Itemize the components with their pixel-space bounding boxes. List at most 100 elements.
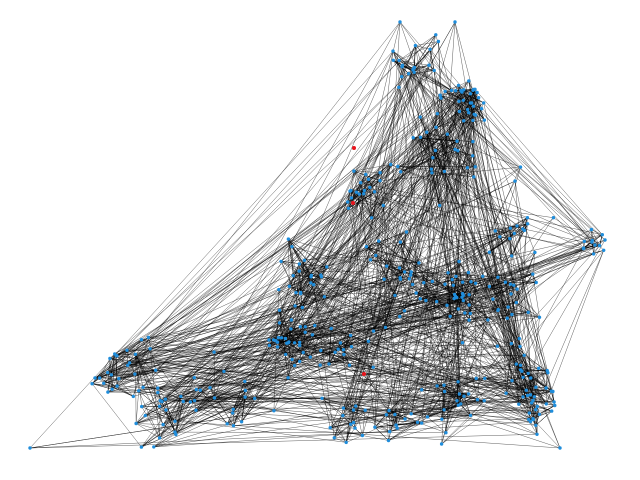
graph-node <box>301 350 305 355</box>
graph-edge <box>368 92 478 342</box>
graph-edge <box>408 73 600 246</box>
graph-node <box>108 356 112 361</box>
graph-node <box>414 291 418 295</box>
graph-edge <box>175 401 184 435</box>
graph-node <box>163 397 168 401</box>
graph-edge <box>349 190 372 218</box>
graph-edge <box>472 90 477 379</box>
graph-edge <box>360 182 372 218</box>
graph-edge <box>94 296 325 379</box>
graph-edge <box>289 276 322 287</box>
graph-edge <box>291 246 314 285</box>
graph-edge <box>366 246 396 296</box>
graph-node <box>509 341 514 346</box>
graph-node <box>527 411 531 415</box>
graph-node <box>544 402 548 406</box>
graph-edge <box>91 383 142 448</box>
graph-node <box>432 68 436 73</box>
graph-edge <box>330 409 366 428</box>
graph-edge <box>393 60 592 230</box>
graph-edge <box>584 229 592 242</box>
graph-node <box>349 196 354 200</box>
graph-node <box>353 426 357 430</box>
graph-node <box>297 269 301 273</box>
graph-node <box>152 445 156 449</box>
graph-edge <box>359 193 420 264</box>
graph-edge <box>441 365 521 445</box>
graph-node <box>518 363 523 367</box>
graph-edge <box>359 97 442 195</box>
graph-node <box>173 430 177 434</box>
graph-edge <box>412 64 429 71</box>
graph-edge <box>445 217 528 433</box>
graph-node <box>512 231 516 236</box>
graph-node <box>534 280 538 285</box>
graph-node <box>433 148 438 153</box>
graph-node <box>134 421 138 426</box>
graph-edge <box>444 171 525 231</box>
graph-node <box>397 58 401 63</box>
graph-edge <box>378 241 387 267</box>
graph-edge <box>444 150 458 172</box>
graph-node <box>453 89 458 93</box>
graph-node <box>455 295 459 300</box>
graph-edge <box>441 279 453 445</box>
graph-edge <box>413 72 561 449</box>
graph-node <box>377 239 381 243</box>
graph-node <box>309 273 314 277</box>
graph-edge <box>321 276 451 317</box>
graph-node <box>342 352 346 357</box>
graph-edge <box>299 270 312 276</box>
graph-node <box>508 282 513 286</box>
graph-edge <box>111 102 471 375</box>
graph-node <box>287 284 291 288</box>
graph-edge <box>419 117 499 311</box>
graph-node <box>272 409 276 413</box>
graph-node <box>520 369 524 373</box>
graph-edge <box>462 342 507 394</box>
graph-edge <box>111 348 151 390</box>
graph-edge <box>279 310 295 343</box>
graph-edge <box>404 90 456 420</box>
graph-edge <box>304 223 528 261</box>
graph-edge <box>155 369 428 418</box>
graph-edge <box>145 378 477 416</box>
graph-edge <box>432 157 511 229</box>
graph-node <box>286 376 290 380</box>
graph-edge <box>153 308 459 448</box>
graph-edge <box>378 240 520 339</box>
graph-node <box>513 179 517 183</box>
graph-edge <box>458 85 460 102</box>
graph-edge <box>174 225 518 422</box>
graph-node <box>483 376 487 381</box>
graph-node <box>393 293 397 298</box>
graph-edge <box>591 229 596 246</box>
graph-edge <box>437 113 600 246</box>
graph-node <box>471 118 475 123</box>
graph-edge <box>355 261 460 407</box>
graph-edge <box>103 97 442 384</box>
graph-node <box>319 273 323 277</box>
graph-edge <box>281 261 322 278</box>
graph-node <box>399 170 403 174</box>
graph-node <box>141 385 145 389</box>
graph-edge <box>436 279 453 302</box>
graph-edge <box>420 108 482 299</box>
graph-edge <box>295 275 312 293</box>
graph-edge <box>288 238 390 411</box>
graph-edge <box>445 312 529 433</box>
graph-edge <box>441 415 471 420</box>
graph-node <box>393 412 397 417</box>
graph-edge <box>351 273 533 347</box>
graph-edge <box>114 141 458 355</box>
graph-edge <box>413 72 456 297</box>
graph-node <box>299 290 303 295</box>
graph-node <box>515 224 519 228</box>
graph-node <box>198 388 202 392</box>
graph-node <box>531 417 535 421</box>
graph-edge <box>546 250 604 404</box>
graph-node <box>133 352 138 356</box>
graph-node <box>455 139 459 143</box>
graph-node <box>391 49 395 53</box>
graph-node <box>436 39 441 44</box>
